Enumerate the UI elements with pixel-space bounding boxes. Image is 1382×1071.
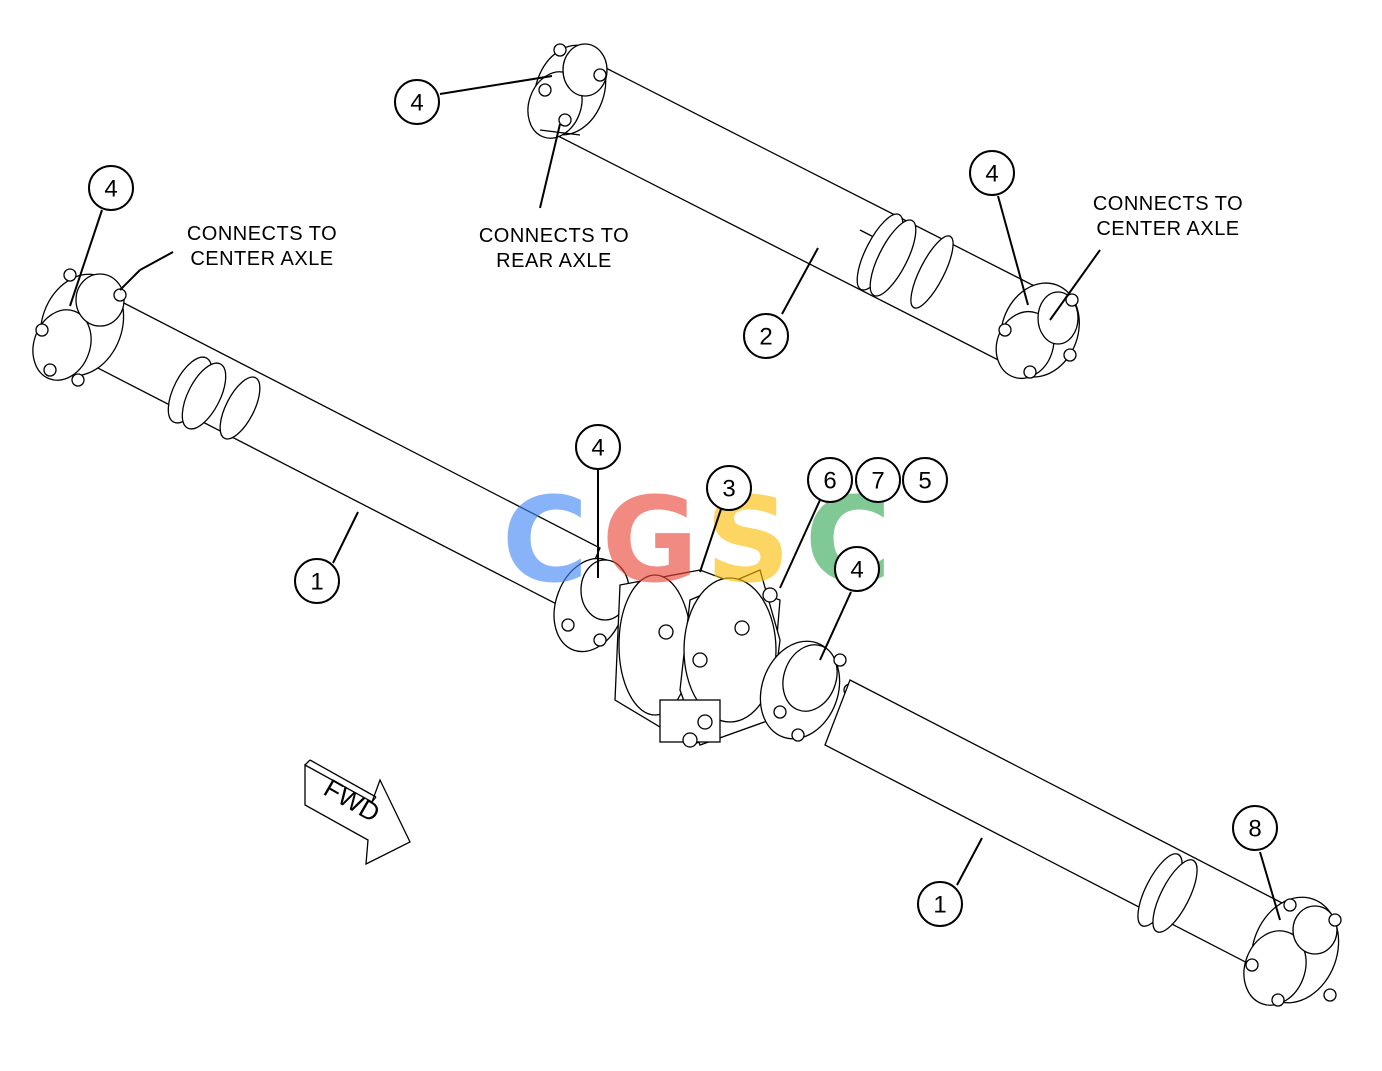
callout-right-shaft: 1 [917, 881, 963, 927]
svg-text:4: 4 [850, 557, 863, 584]
callout-nut: 5 [902, 457, 948, 503]
rear-axle-label: CONNECTS TO REAR AXLE [479, 225, 629, 272]
svg-text:4: 4 [104, 176, 117, 203]
center-bearing-assembly [553, 557, 857, 748]
svg-text:1: 1 [310, 569, 323, 596]
right-center-axle-line2: CENTER AXLE [1096, 218, 1239, 240]
fwd-arrow: FWD [304, 759, 411, 866]
svg-text:4: 4 [591, 435, 604, 462]
callout-washer: 7 [855, 457, 901, 503]
left-center-axle-line1: CONNECTS TO [187, 223, 337, 245]
svg-text:6: 6 [823, 468, 836, 495]
callout-end-yoke: 8 [1232, 805, 1278, 851]
svg-text:8: 8 [1248, 816, 1261, 843]
watermark-letter-g: G [602, 471, 699, 609]
callout-bearing-left-yoke: 4 [575, 424, 621, 470]
svg-text:7: 7 [871, 468, 884, 495]
right-end-yoke [1243, 896, 1342, 1007]
left-center-axle-line2: CENTER AXLE [190, 248, 333, 270]
right-center-axle-label: CONNECTS TO CENTER AXLE [1093, 193, 1243, 240]
left-center-axle-label: CONNECTS TO CENTER AXLE [187, 223, 337, 270]
svg-text:3: 3 [722, 476, 735, 503]
svg-text:4: 4 [985, 161, 998, 188]
callout-bolt: 6 [807, 457, 853, 503]
svg-text:2: 2 [759, 324, 772, 351]
callout-upper-shaft: 2 [743, 313, 789, 359]
upper-left-yoke [527, 43, 608, 139]
callout-upper-shaft-right-yoke: 4 [969, 150, 1015, 196]
right-driveshaft [824, 679, 1316, 986]
callout-upper-shaft-left-yoke: 4 [394, 79, 440, 125]
svg-text:1: 1 [933, 892, 946, 919]
rear-axle-line1: CONNECTS TO [479, 225, 629, 247]
left-driveshaft [89, 299, 601, 613]
callout-bearing: 3 [706, 465, 752, 511]
watermark-letter-c1: C [502, 471, 589, 609]
callout-left-shaft: 1 [294, 558, 340, 604]
callout-bearing-right-yoke: 4 [834, 546, 880, 592]
rear-axle-line2: REAR AXLE [496, 250, 612, 272]
left-end-yoke [32, 268, 127, 387]
right-center-axle-line1: CONNECTS TO [1093, 193, 1243, 215]
svg-text:5: 5 [918, 468, 931, 495]
callout-top-left-yoke: 4 [88, 165, 134, 211]
svg-text:4: 4 [410, 90, 423, 117]
leader-lines [69, 75, 1281, 921]
upper-driveshaft [557, 63, 1059, 371]
